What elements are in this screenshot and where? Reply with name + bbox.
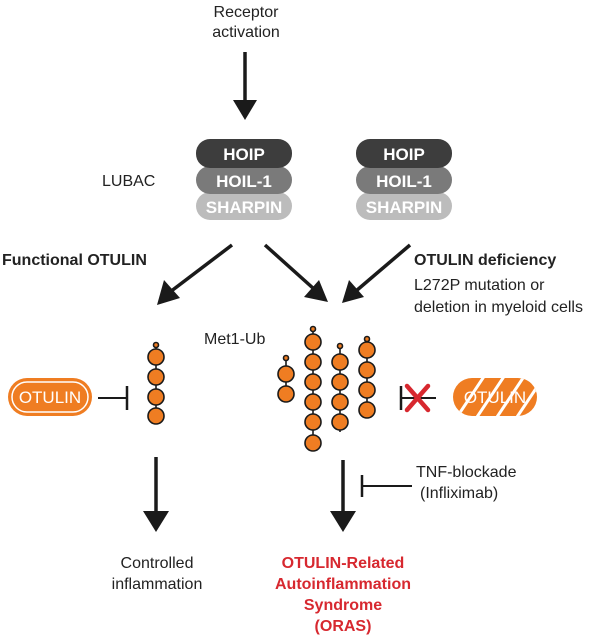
arrow-lubac-to-left-chain [157, 243, 234, 305]
hoil1-label: HOIL-1 [376, 172, 432, 191]
oras-label-line4: (ORAS) [315, 618, 372, 635]
oras-label-line3: Syndrome [304, 597, 382, 614]
sharpin-label: SHARPIN [206, 198, 283, 217]
oras-label-line1: OTULIN-Related [282, 555, 405, 572]
hoip-pill [356, 139, 452, 168]
otulin-enzyme-left: OTULIN [8, 378, 92, 416]
arrow-right-lubac-to-center-chains [342, 243, 412, 303]
receptor-label-line1: Receptor [214, 4, 280, 21]
hoil1-label: HOIL-1 [216, 172, 272, 191]
blocked-inhibition [399, 383, 436, 413]
hoip-pill [196, 139, 292, 168]
tnf-blockade-label: TNF-blockade [416, 464, 517, 481]
arrow-lubac-to-center-chains [263, 243, 328, 302]
red-x-icon [404, 383, 431, 413]
hoip-label: HOIP [223, 145, 265, 164]
infliximab-label: (Infliximab) [420, 485, 498, 502]
inhibition-otulin-to-chain [98, 386, 129, 410]
met1-ub-label: Met1-Ub [204, 331, 265, 348]
lubac-complex-right: HOIP HOIL-1 SHARPIN [356, 139, 452, 220]
lubac-complex-left: HOIP HOIL-1 SHARPIN [196, 139, 292, 220]
hoil1-pill [356, 166, 452, 194]
oras-label-line2: Autoinflammation [275, 576, 411, 593]
met1-ub-chain-short [147, 341, 165, 425]
otulin-enzyme-deficient: OTULIN [453, 378, 537, 416]
lubac-label: LUBAC [102, 173, 155, 190]
deficiency-detail-line2: deletion in myeloid cells [414, 299, 583, 316]
hoip-label: HOIP [383, 145, 425, 164]
hoil1-pill [196, 166, 292, 194]
receptor-label-line2: activation [212, 24, 280, 41]
otulin-deficiency-title: OTULIN deficiency [414, 252, 556, 269]
sharpin-pill [356, 192, 452, 220]
controlled-label-line2: inflammation [112, 576, 203, 593]
tnf-blockade-inhibition [360, 475, 412, 497]
functional-otulin-label: Functional OTULIN [2, 252, 147, 269]
arrow-to-oras [330, 460, 356, 532]
controlled-label-line1: Controlled [121, 555, 194, 572]
otulin-pill [8, 378, 92, 416]
sharpin-label: SHARPIN [366, 198, 443, 217]
met1-ub-chains-long [277, 325, 376, 452]
otulin-label: OTULIN [464, 388, 526, 407]
deficiency-detail-line1: L272P mutation or [414, 277, 545, 294]
otulin-label: OTULIN [19, 388, 81, 407]
arrow-receptor-to-lubac [233, 52, 257, 120]
arrow-to-controlled-inflammation [143, 457, 169, 532]
sharpin-pill [196, 192, 292, 220]
deficiency-hatch [453, 378, 537, 416]
